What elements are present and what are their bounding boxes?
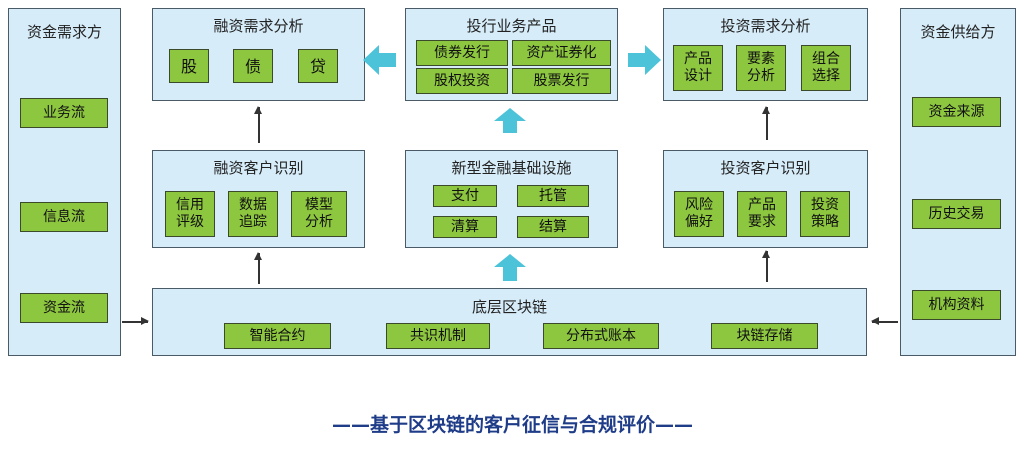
blockchain-box: 底层区块链 智能合约 共识机制 分布式账本 块链存储 xyxy=(152,288,867,356)
business-flow: 业务流 xyxy=(20,98,108,128)
big-arrow-right-icon xyxy=(628,45,661,75)
investment-customer-box: 投资客户识别 风险 偏好 产品 要求 投资 策略 xyxy=(663,150,868,248)
model-analysis: 模型 分析 xyxy=(291,191,347,237)
arrow-left-supply-icon xyxy=(871,318,898,324)
factor-analysis: 要素 分析 xyxy=(736,45,786,91)
supply-side-title: 资金供给方 xyxy=(920,23,996,41)
credit-rating: 信用 评级 xyxy=(165,191,215,237)
demand-side-panel: 资金需求方 业务流 信息流 资金流 xyxy=(8,8,121,356)
information-flow: 信息流 xyxy=(20,202,108,232)
investment-demand-box: 投资需求分析 产品 设计 要素 分析 组合 选择 xyxy=(663,8,868,101)
infrastructure-box: 新型金融基础设施 支付 托管 清算 结算 xyxy=(405,150,618,248)
loan-item: 贷 xyxy=(298,49,338,83)
payment-item: 支付 xyxy=(433,185,497,207)
historical-trades: 历史交易 xyxy=(912,199,1001,229)
product-design: 产品 设计 xyxy=(673,45,723,91)
financing-customer-title: 融资客户识别 xyxy=(213,159,304,177)
big-arrow-up-upper-icon xyxy=(494,108,526,133)
financing-demand-title: 融资需求分析 xyxy=(213,17,304,35)
capital-source: 资金来源 xyxy=(912,97,1001,127)
arrow-up-right-upper-icon xyxy=(763,106,769,140)
distributed-ledger: 分布式账本 xyxy=(543,323,659,349)
data-tracking: 数据 追踪 xyxy=(228,191,278,237)
bond-issuance: 债券发行 xyxy=(416,40,508,66)
big-arrow-left-icon xyxy=(363,45,396,75)
financing-customer-box: 融资客户识别 信用 评级 数据 追踪 模型 分析 xyxy=(152,150,365,248)
arrow-up-right-lower-icon xyxy=(763,250,769,282)
consensus-mechanism: 共识机制 xyxy=(386,323,490,349)
capital-flow: 资金流 xyxy=(20,293,108,323)
infrastructure-title: 新型金融基础设施 xyxy=(451,159,572,177)
ib-products-box: 投行业务产品 债券发行 资产证券化 股权投资 股票发行 xyxy=(405,8,618,101)
arrow-up-left-upper-icon xyxy=(255,106,261,143)
investment-strategy: 投资 策略 xyxy=(800,191,850,237)
supply-side-panel: 资金供给方 资金来源 历史交易 机构资料 xyxy=(900,8,1016,356)
asset-securitization: 资产证券化 xyxy=(512,40,611,66)
equity-investment: 股权投资 xyxy=(416,68,508,94)
blockchain-title: 底层区块链 xyxy=(471,298,547,316)
block-storage: 块链存储 xyxy=(711,323,818,349)
big-arrow-up-lower-icon xyxy=(494,254,526,281)
bond-item: 债 xyxy=(233,49,273,83)
institution-data: 机构资料 xyxy=(912,290,1001,320)
financing-demand-box: 融资需求分析 股 债 贷 xyxy=(152,8,365,101)
portfolio-selection: 组合 选择 xyxy=(801,45,851,91)
settlement-item: 结算 xyxy=(517,216,589,238)
ib-products-title: 投行业务产品 xyxy=(466,17,557,35)
arrow-up-left-lower-icon xyxy=(255,252,261,284)
equity-item: 股 xyxy=(169,49,209,83)
smart-contract: 智能合约 xyxy=(224,323,331,349)
risk-preference: 风险 偏好 xyxy=(674,191,724,237)
product-requirement: 产品 要求 xyxy=(737,191,787,237)
investment-demand-title: 投资需求分析 xyxy=(720,17,811,35)
custody-item: 托管 xyxy=(517,185,589,207)
footer-caption: ——基于区块链的客户征信与合规评价—— xyxy=(331,414,693,436)
stock-issuance: 股票发行 xyxy=(512,68,611,94)
clearing-item: 清算 xyxy=(433,216,497,238)
investment-customer-title: 投资客户识别 xyxy=(720,159,811,177)
arrow-right-demand-icon xyxy=(122,318,149,324)
demand-side-title: 资金需求方 xyxy=(26,23,102,41)
